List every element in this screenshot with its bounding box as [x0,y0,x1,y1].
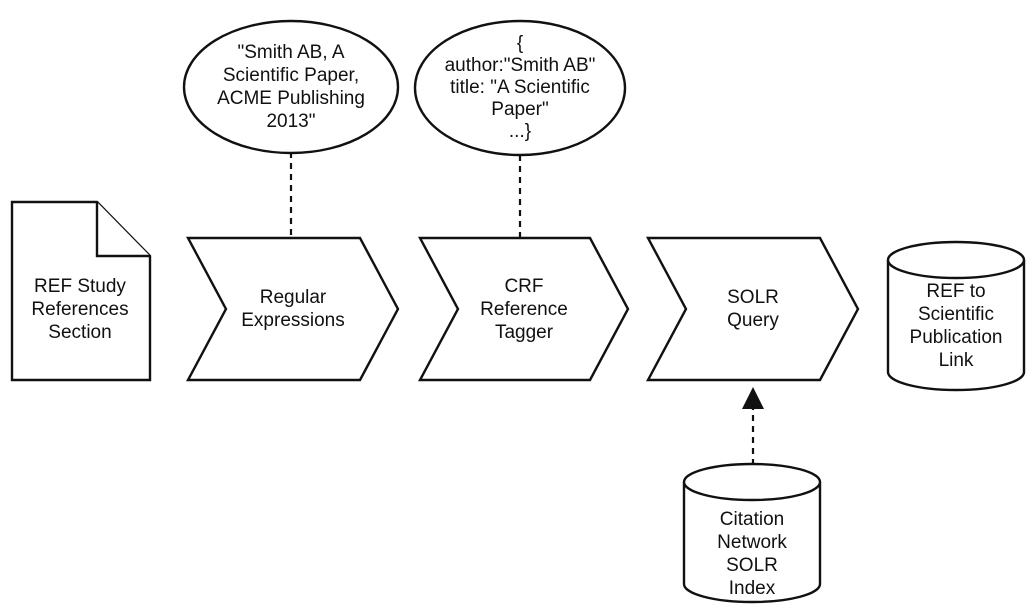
raw-string-bubble [182,19,400,155]
parsed-fields-bubble [413,19,627,157]
solr-step-label: SOLR Query [727,287,779,331]
raw-string-bubble-label: "Smith AB, A Scientific Paper, ACME Publ… [217,42,365,132]
crf-step-chevron [417,236,630,382]
citation-index-db-label: Citation Network SOLR Index [717,509,787,599]
ref-link-db-body [886,260,1026,392]
regex-step-label: Regular Expressions [241,287,345,331]
citation-db-body [682,482,822,604]
parsed-fields-bubble-label: { author:"Smith AB" title: "A Scientific… [444,33,596,142]
citation-db-top [682,462,822,502]
document-fold [95,202,150,258]
solr-step-chevron [645,236,860,382]
ref-link-db-label: REF to Scientific Publication Link [909,281,1003,371]
ref-study-document-label: REF Study References Section [31,275,129,343]
regex-step-chevron [185,236,400,382]
ref-link-db-top [886,240,1026,280]
crf-step-label: CRF Reference Tagger [480,275,568,343]
